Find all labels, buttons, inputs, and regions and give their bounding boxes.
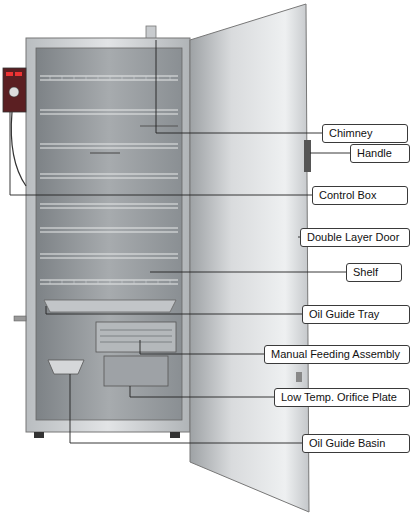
part-label: Shelf [353,266,395,279]
part-label: Double Layer Door [307,231,403,244]
cabinet-body [26,38,190,432]
callout-box: Manual Feeding Assembly [264,345,410,364]
double-layer-door [190,4,309,512]
feeding-assembly [96,322,176,352]
leader-line [156,40,322,133]
leg [34,432,44,438]
part-label: Low Temp. Orifice Plate [281,391,403,404]
callout-box: Handle [350,144,410,163]
leader-line [46,306,302,314]
callout-box: Double Layer Door [300,228,410,247]
shelf-wires [50,76,170,284]
leader-line [150,272,346,273]
wire-shelves [40,76,178,284]
callout-box: Control Box [312,186,408,205]
leader-line [140,340,264,354]
leg [170,432,180,438]
part-label: Oil Guide Tray [309,308,403,321]
leader-line [310,153,350,154]
oil-basin [48,360,84,374]
part-label: Chimney [329,127,401,140]
probe [140,125,178,126]
part-label: Manual Feeding Assembly [271,348,403,361]
control-box [3,68,26,112]
part-label: Control Box [319,189,401,202]
callout-box: Oil Guide Tray [302,305,410,324]
probe [90,152,120,153]
cabinet-interior [36,48,182,420]
leader-line [70,374,302,443]
orifice-plate [104,356,168,386]
callout-box: Oil Guide Basin [302,434,410,453]
part-label: Oil Guide Basin [309,437,403,450]
callout-box: Chimney [322,124,408,143]
part-label: Handle [357,147,403,160]
leader-line [10,112,312,195]
callout-box: Low Temp. Orifice Plate [274,388,410,407]
callout-box: Shelf [346,263,402,282]
oil-tray [44,300,176,312]
door-handle [304,140,311,172]
leader-line [130,386,274,397]
